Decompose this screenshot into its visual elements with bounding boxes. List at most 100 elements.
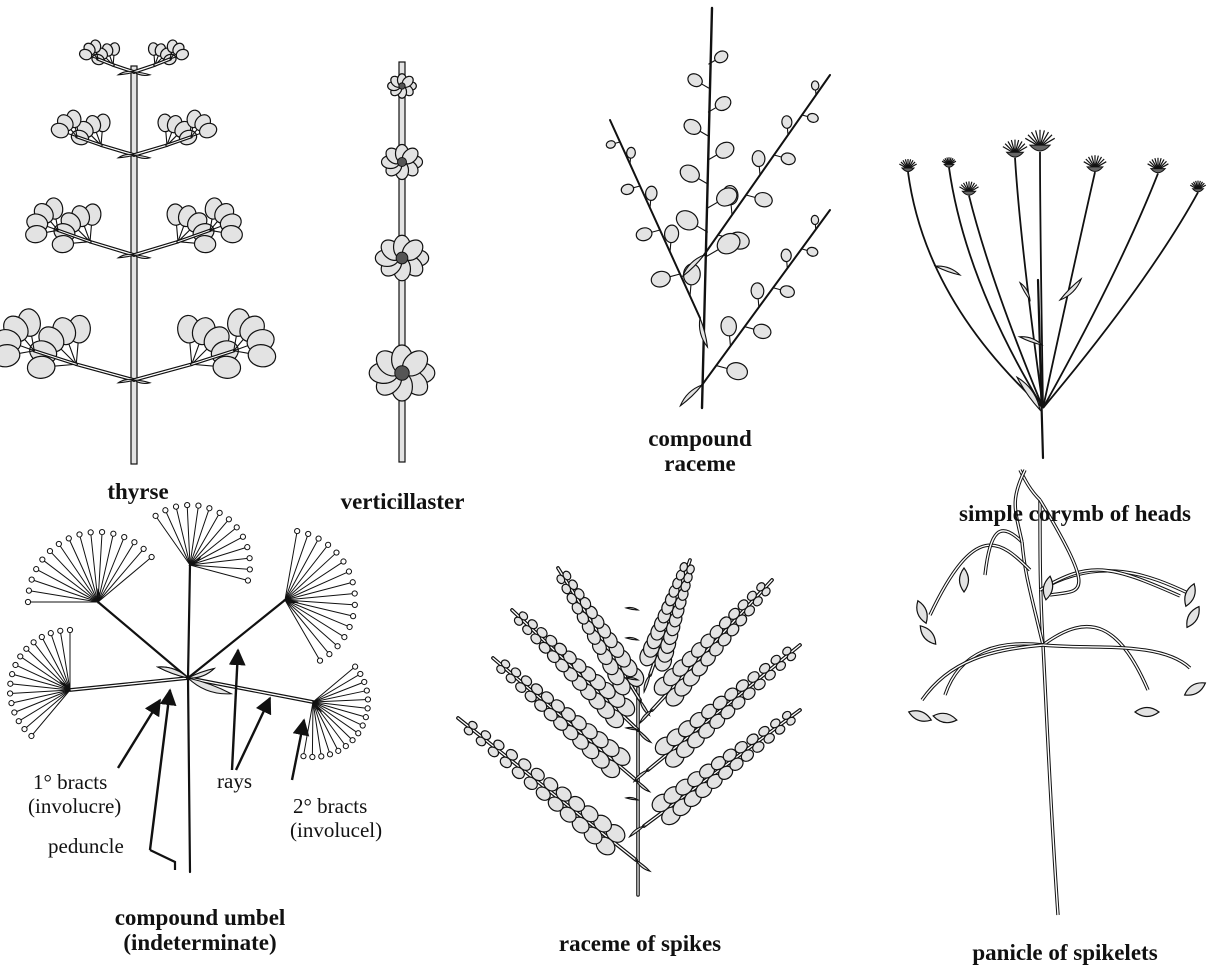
pedicel bbox=[165, 510, 190, 565]
flower bbox=[713, 94, 734, 113]
pedicel bbox=[190, 340, 192, 364]
flower bbox=[40, 557, 45, 562]
flower-head bbox=[1087, 167, 1103, 172]
whorl-center bbox=[398, 158, 407, 167]
flower-head bbox=[944, 164, 954, 167]
flower bbox=[335, 644, 340, 649]
flower bbox=[29, 577, 34, 582]
pedicel bbox=[285, 600, 329, 654]
flower bbox=[712, 49, 729, 65]
flower bbox=[780, 152, 797, 167]
involucre-label: (involucre) bbox=[28, 795, 121, 818]
stem-highlight bbox=[134, 145, 167, 155]
pedicel bbox=[14, 690, 70, 712]
pedicel bbox=[98, 557, 152, 602]
flower bbox=[365, 697, 370, 702]
flower bbox=[88, 530, 93, 535]
whorl-center bbox=[399, 83, 405, 89]
flower bbox=[173, 504, 178, 509]
thyrse-drawing bbox=[0, 39, 277, 464]
flower bbox=[39, 634, 44, 639]
pedicel bbox=[285, 562, 343, 600]
flower bbox=[360, 723, 365, 728]
pedicel bbox=[285, 593, 355, 600]
stem-highlight bbox=[101, 145, 134, 155]
pedicel bbox=[24, 690, 70, 729]
branch-highlight bbox=[930, 545, 1030, 615]
flower bbox=[247, 556, 252, 561]
flower bbox=[779, 284, 796, 299]
flower bbox=[16, 719, 21, 724]
primary-bracts-label: 1° bracts bbox=[33, 771, 107, 794]
flower bbox=[362, 679, 367, 684]
flower bbox=[626, 147, 636, 159]
bract bbox=[644, 675, 650, 692]
flower-head bbox=[1193, 189, 1204, 192]
flower bbox=[194, 235, 217, 254]
flower bbox=[34, 567, 39, 572]
pedicel bbox=[190, 527, 237, 565]
pedicel bbox=[313, 674, 360, 702]
pedicel bbox=[98, 549, 144, 602]
flower bbox=[226, 517, 231, 522]
stem-highlight bbox=[134, 364, 192, 380]
flower bbox=[352, 591, 357, 596]
flower bbox=[77, 532, 82, 537]
flower bbox=[811, 215, 819, 225]
bract bbox=[626, 637, 638, 640]
flower bbox=[149, 554, 154, 559]
flower bbox=[365, 706, 370, 711]
rays-label: rays bbox=[217, 770, 252, 793]
pedicel bbox=[303, 702, 313, 756]
flower bbox=[343, 744, 348, 749]
stem-highlight bbox=[70, 678, 188, 690]
flower bbox=[52, 235, 75, 254]
flower bbox=[153, 513, 158, 518]
flower bbox=[245, 545, 250, 550]
stem-highlight bbox=[90, 242, 134, 255]
spikelet bbox=[960, 568, 969, 592]
flower bbox=[713, 139, 737, 161]
flower bbox=[24, 646, 29, 651]
compound-umbel-label-line1: compound umbel bbox=[90, 906, 310, 930]
branch bbox=[1040, 500, 1058, 915]
flower bbox=[234, 525, 239, 530]
flower bbox=[645, 186, 658, 201]
flower bbox=[196, 503, 201, 508]
flower bbox=[66, 536, 71, 541]
pedicel bbox=[285, 600, 344, 637]
flower bbox=[350, 738, 355, 743]
flower bbox=[26, 588, 31, 593]
pedicel bbox=[20, 656, 70, 690]
simple-corymb-drawing bbox=[899, 130, 1205, 458]
pedicel bbox=[285, 534, 308, 600]
flower bbox=[141, 546, 146, 551]
involucel-label: (involucel) bbox=[290, 819, 382, 842]
spikelet bbox=[1041, 575, 1054, 600]
flower bbox=[351, 614, 356, 619]
flower bbox=[22, 726, 27, 731]
verticillaster-label: verticillaster bbox=[320, 490, 485, 514]
pedicel bbox=[156, 516, 190, 565]
flower bbox=[207, 506, 212, 511]
flower bbox=[8, 691, 13, 696]
pedicel bbox=[313, 702, 346, 746]
spikelet bbox=[1182, 582, 1199, 608]
flower bbox=[327, 652, 332, 657]
flower bbox=[341, 559, 346, 564]
flower bbox=[317, 658, 322, 663]
flower bbox=[9, 701, 14, 706]
pedicel bbox=[19, 690, 70, 721]
flower bbox=[48, 631, 53, 636]
flower bbox=[12, 710, 17, 715]
pedicel bbox=[312, 702, 313, 757]
annotation-arrow bbox=[292, 720, 304, 780]
bract bbox=[626, 607, 638, 610]
pedicel bbox=[76, 340, 78, 364]
compound-umbel-label-line2: (indeterminate) bbox=[90, 931, 310, 955]
spikelet bbox=[1183, 604, 1203, 629]
flower bbox=[781, 249, 792, 262]
bract bbox=[638, 730, 651, 742]
spikelet bbox=[917, 623, 939, 647]
flower bbox=[352, 602, 357, 607]
